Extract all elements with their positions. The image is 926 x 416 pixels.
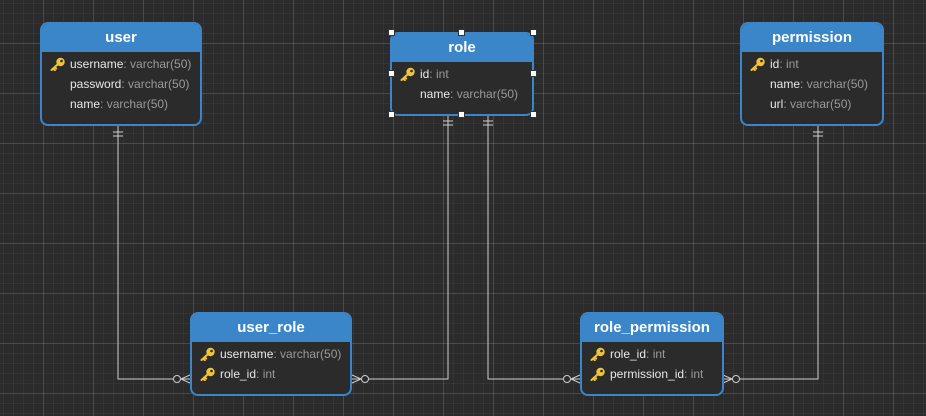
field-row[interactable]: id: int: [392, 64, 532, 84]
field-name: url: [770, 97, 784, 111]
field-row[interactable]: role_id: int: [192, 364, 350, 384]
resize-handle-top[interactable]: [458, 29, 465, 36]
crowfoot-marker: [180, 378, 191, 384]
key-icon: [50, 57, 65, 71]
entity-role-permission[interactable]: role_permission role_id: int permission_…: [580, 312, 724, 396]
field-name: role_id: [220, 367, 257, 381]
resize-handle-right[interactable]: [530, 70, 537, 77]
resize-handle-bottom[interactable]: [458, 111, 465, 118]
field-name: id: [420, 67, 430, 81]
entity-title: user_role: [192, 314, 350, 342]
key-icon: [400, 67, 415, 81]
field-list: username: varchar(50) password: varchar(…: [42, 52, 200, 114]
field-type: : int: [684, 367, 704, 381]
field-list: id: int name: varchar(50): [392, 62, 532, 104]
field-name: id: [770, 57, 780, 71]
field-type: : varchar(50): [100, 97, 169, 111]
field-list: id: int name: varchar(50) url: varchar(5…: [742, 52, 882, 114]
key-icon: [590, 347, 605, 361]
field-row[interactable]: url: varchar(50): [742, 94, 882, 114]
resize-handle-bottom-left[interactable]: [388, 111, 395, 118]
zero-marker: [563, 375, 571, 383]
key-icon: [590, 367, 605, 381]
relationship-permission-role-permission[interactable]: [722, 125, 823, 384]
field-type: : int: [256, 367, 276, 381]
zero-marker: [361, 375, 369, 383]
entity-title: role_permission: [582, 314, 722, 342]
field-row[interactable]: id: int: [742, 54, 882, 74]
field-name: permission_id: [610, 367, 685, 381]
field-row[interactable]: password: varchar(50): [42, 74, 200, 94]
resize-handle-top-left[interactable]: [388, 29, 395, 36]
field-type: : varchar(50): [450, 87, 519, 101]
entity-title: user: [42, 24, 200, 52]
field-name: password: [70, 77, 122, 91]
field-row[interactable]: role_id: int: [582, 344, 722, 364]
relationship-user-user-role[interactable]: [113, 125, 191, 384]
resize-handle-left[interactable]: [388, 70, 395, 77]
field-type: : varchar(50): [800, 77, 869, 91]
field-type: : varchar(50): [121, 77, 190, 91]
crowfoot-marker: [722, 374, 733, 380]
zero-marker: [173, 375, 181, 383]
field-name: name: [70, 97, 101, 111]
entity-title: role: [392, 34, 532, 62]
field-type: : int: [429, 67, 449, 81]
field-type: : int: [779, 57, 799, 71]
key-icon: [200, 347, 215, 361]
zero-marker: [732, 375, 740, 383]
crowfoot-marker: [570, 378, 581, 384]
field-list: username: varchar(50) role_id: int: [192, 342, 350, 384]
entity-permission[interactable]: permission id: int name: varchar(50) url…: [740, 22, 884, 126]
field-row[interactable]: username: varchar(50): [42, 54, 200, 74]
field-type: : int: [646, 347, 666, 361]
entity-title: permission: [742, 24, 882, 52]
crowfoot-marker: [570, 374, 581, 380]
field-type: : varchar(50): [123, 57, 192, 71]
entity-user-role[interactable]: user_role username: varchar(50) role_id:…: [190, 312, 352, 396]
field-row[interactable]: permission_id: int: [582, 364, 722, 384]
field-name: name: [420, 87, 451, 101]
field-type: : varchar(50): [783, 97, 852, 111]
crowfoot-marker: [351, 378, 362, 384]
field-list: role_id: int permission_id: int: [582, 342, 722, 384]
relationship-role-role-permission[interactable]: [483, 115, 581, 384]
entity-user[interactable]: user username: varchar(50) password: var…: [40, 22, 202, 126]
field-row[interactable]: name: varchar(50): [42, 94, 200, 114]
entity-role[interactable]: role id: int name: varchar(50): [390, 32, 534, 116]
resize-handle-bottom-right[interactable]: [530, 111, 537, 118]
field-row[interactable]: name: varchar(50): [742, 74, 882, 94]
crowfoot-marker: [180, 374, 191, 380]
field-name: name: [770, 77, 801, 91]
crowfoot-marker: [351, 374, 362, 380]
resize-handle-top-right[interactable]: [530, 29, 537, 36]
field-name: username: [220, 347, 274, 361]
crowfoot-marker: [722, 378, 733, 384]
key-icon: [750, 57, 765, 71]
field-name: role_id: [610, 347, 647, 361]
field-name: username: [70, 57, 124, 71]
field-type: : varchar(50): [273, 347, 342, 361]
relationship-role-user-role[interactable]: [351, 115, 453, 384]
field-row[interactable]: username: varchar(50): [192, 344, 350, 364]
field-row[interactable]: name: varchar(50): [392, 84, 532, 104]
key-icon: [200, 367, 215, 381]
